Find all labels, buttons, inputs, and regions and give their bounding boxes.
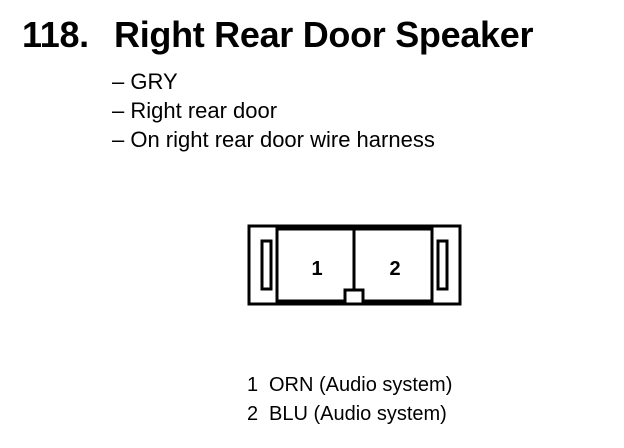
component-details: – GRY – Right rear door – On right rear … (112, 67, 435, 154)
pin-number: 2 (247, 403, 259, 425)
pin-list: 1 ORN (Audio system) 2 BLU (Audio system) (247, 371, 452, 429)
cavity-2-label: 2 (389, 258, 400, 280)
pin-wire: ORN (Audio system) (269, 374, 453, 396)
connector-housing (247, 224, 462, 306)
pin-wire: BLU (Audio system) (269, 403, 447, 425)
detail-color: – GRY (112, 69, 178, 94)
pin-row: 2 BLU (Audio system) (247, 400, 452, 429)
cavity-1-label: 1 (311, 258, 322, 280)
component-name: Right Rear Door Speaker (114, 14, 534, 55)
connector-body (275, 227, 434, 303)
pin-row: 1 ORN (Audio system) (247, 371, 452, 400)
page-title: 118. Right Rear Door Speaker (22, 14, 534, 56)
right-latch (436, 239, 449, 291)
detail-location: – Right rear door (112, 98, 278, 123)
component-number: 118. (22, 14, 89, 55)
detail-harness: – On right rear door wire harness (112, 127, 435, 152)
pin-number: 1 (247, 374, 259, 396)
left-latch (260, 239, 273, 291)
